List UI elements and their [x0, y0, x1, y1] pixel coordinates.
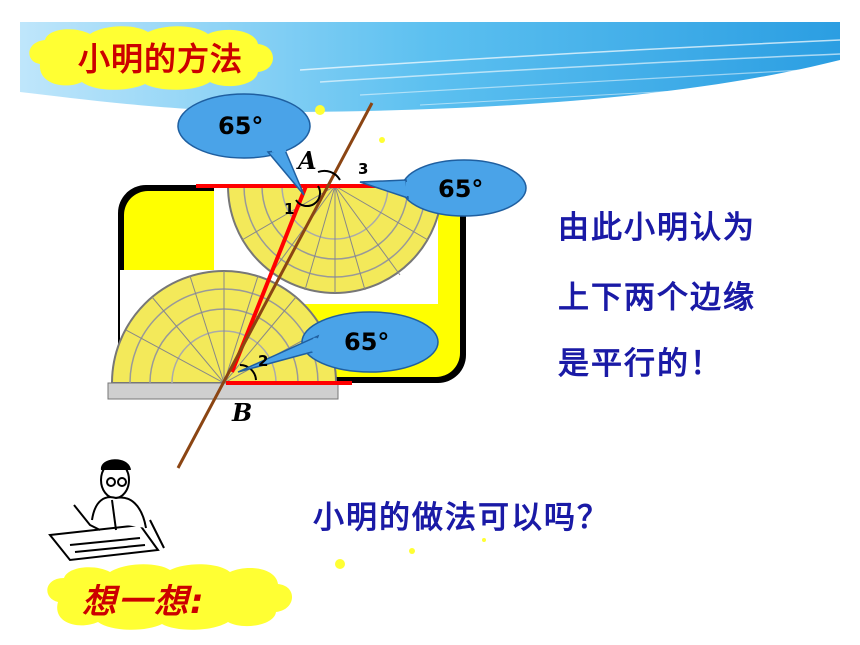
decor-dots: [315, 105, 486, 569]
angle-bubble-top-right: 65°: [438, 175, 484, 203]
label-angle-1: 1: [284, 200, 295, 218]
think-cloud: [47, 564, 293, 630]
bubble-bottom: [237, 311, 439, 373]
title-cloud: [29, 26, 274, 90]
bubble-top-right: [359, 159, 527, 217]
question-text: 小明的做法可以吗？: [313, 500, 610, 536]
angle-bubble-bottom: 65°: [344, 328, 390, 356]
label-angle-3: 3: [358, 160, 369, 178]
upper-protractor: [226, 185, 444, 294]
transversal-line: [176, 102, 374, 469]
teacher-illustration: [48, 459, 165, 562]
conclusion-line-3: 是平行的！: [558, 346, 723, 382]
label-angle-2: 2: [258, 352, 269, 370]
conclusion-line-2: 上下两个边缘: [558, 280, 756, 316]
think-label: 想一想:: [82, 582, 206, 622]
label-point-b: B: [232, 398, 253, 427]
angle-bubble-top-left: 65°: [218, 112, 264, 140]
label-point-a: A: [298, 146, 317, 175]
bubble-top-left: [177, 93, 311, 196]
conclusion-line-1: 由此小明认为: [558, 210, 756, 246]
page-title: 小明的方法: [78, 40, 244, 78]
